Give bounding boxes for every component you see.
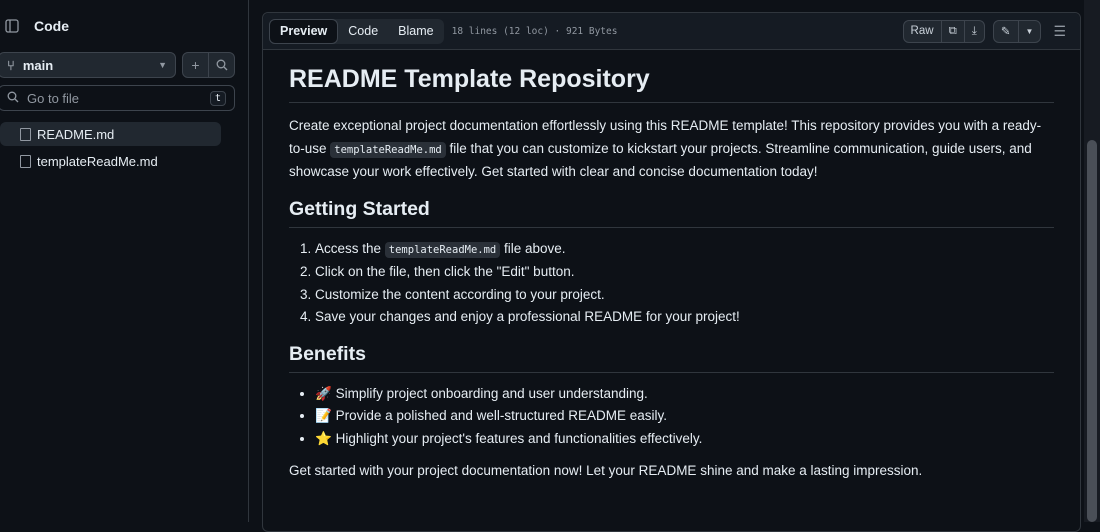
file-icon [20,127,31,141]
outline-list-icon[interactable]: ☰ [1053,22,1066,39]
heading-getting-started: Getting Started [289,196,1054,228]
list-item: 📝 Provide a polished and well-structured… [315,405,1054,428]
chevron-down-icon: ▼ [158,60,167,70]
page-scrollbar[interactable] [1084,0,1100,522]
shortcut-key: t [209,90,226,106]
list-item: Click on the file, then click the "Edit"… [315,261,1054,284]
list-item: ⭐ Highlight your project's features and … [315,428,1054,451]
file-tree-sidebar: Code ⑂ main ▼ + Go to file t README.md t… [0,0,249,522]
file-toolbar: Preview Code Blame 18 lines (12 loc) · 9… [263,13,1080,50]
closing-paragraph: Get started with your project documentat… [289,463,923,478]
memo-icon: 📝 [315,408,332,423]
file-item-readme[interactable]: README.md [0,122,221,146]
file-name: templateReadMe.md [37,153,158,169]
pencil-icon[interactable]: ✎ [1000,26,1011,38]
readme-title: README Template Repository [289,64,1054,103]
branch-name: main [22,57,54,73]
intro-text: file that you can customize to kickstart… [289,140,1032,180]
view-tabs: Preview Code Blame [269,18,444,44]
search-icon [7,91,19,106]
collapse-sidebar-icon[interactable] [0,14,24,38]
chevron-down-icon[interactable]: ▼ [1017,20,1041,42]
inline-code: templateReadMe.md [384,241,501,258]
intro-text: Create exceptional project documentation… [289,118,1042,156]
sidebar-title: Code [34,18,69,34]
list-item: Save your changes and enjoy a profession… [315,306,1054,329]
benefit-text: Provide a polished and well-structured R… [335,408,667,423]
tab-code[interactable]: Code [348,24,379,38]
tab-blame[interactable]: Blame [398,24,434,38]
raw-button[interactable]: Raw [910,25,934,37]
branch-icon: ⑂ [7,57,15,73]
branch-selector[interactable]: ⑂ main ▼ [0,52,176,78]
download-icon[interactable]: ⤓ [963,20,984,42]
tab-preview[interactable]: Preview [269,18,339,44]
benefits-list: 🚀 Simplify project onboarding and user u… [289,383,1054,451]
add-file-button[interactable]: + [191,57,200,73]
step-text: Access the [315,240,385,256]
inline-code: templateReadMe.md [330,141,446,158]
raw-actions: Raw ⧉ ⤓ [902,19,985,43]
scrollbar-thumb[interactable] [1087,140,1097,522]
readme-content: README Template Repository Create except… [263,50,1080,483]
heading-benefits: Benefits [289,341,1054,373]
sidebar-header: Code [0,14,69,38]
rocket-icon: 🚀 [315,385,332,401]
star-icon: ⭐ [315,430,332,446]
list-item: 🚀 Simplify project onboarding and user u… [315,383,1054,406]
search-code-button[interactable] [208,53,234,77]
benefit-text: Simplify project onboarding and user und… [335,385,648,401]
file-name: README.md [37,126,115,142]
edit-actions: ✎ ▼ [992,19,1042,43]
go-to-file-placeholder: Go to file [27,90,80,106]
go-to-file-input[interactable]: Go to file t [0,85,235,111]
copy-icon[interactable]: ⧉ [940,20,964,42]
step-text: file above. [500,240,566,256]
file-actions: + [182,52,235,78]
file-item-templatereadme[interactable]: templateReadMe.md [0,149,221,173]
list-item: Access the templateReadMe.md file above. [315,238,1054,262]
intro-paragraph: Create exceptional project documentation… [289,115,1054,184]
list-item: Customize the content according to your … [315,284,1054,307]
steps-list: Access the templateReadMe.md file above.… [289,238,1054,329]
file-viewer: Preview Code Blame 18 lines (12 loc) · 9… [262,12,1081,532]
file-meta: 18 lines (12 loc) · 921 Bytes [451,25,618,37]
file-icon [20,154,31,168]
benefit-text: Highlight your project's features and fu… [335,430,703,446]
